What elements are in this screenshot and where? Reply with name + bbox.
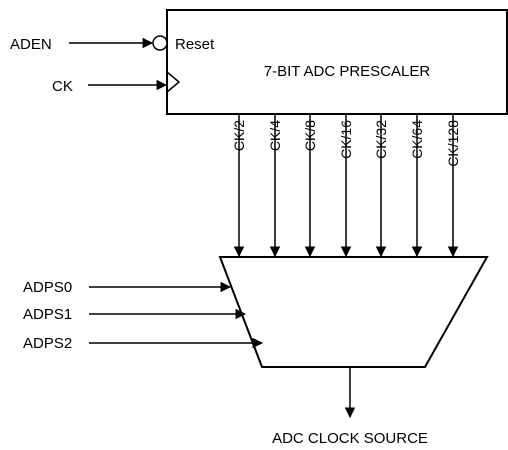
- multiplexer: [218, 256, 489, 368]
- tap-label-2: CK/4: [267, 120, 283, 151]
- prescaler-block: [166, 9, 508, 115]
- aden-label: ADEN: [10, 36, 52, 53]
- reset-label: Reset: [175, 36, 215, 53]
- tap-label-4: CK/16: [338, 120, 354, 159]
- output-label: ADC CLOCK SOURCE: [272, 430, 428, 447]
- tap-label-6: CK/64: [409, 120, 425, 159]
- ck-label: CK: [52, 78, 73, 95]
- prescaler-title: 7-BIT ADC PRESCALER: [264, 63, 431, 80]
- select-label-adps0: ADPS0: [23, 279, 72, 296]
- clock-input-triangle: [166, 71, 181, 93]
- tap-label-5: CK/32: [373, 120, 389, 159]
- tap-label-7: CK/128: [445, 120, 461, 167]
- tap-group: CK/2 CK/4 CK/8 CK/16 CK/32 CK/64 CK/128: [231, 114, 461, 258]
- select-label-adps2: ADPS2: [23, 335, 72, 352]
- tap-label-3: CK/8: [302, 120, 318, 151]
- tap-label-1: CK/2: [231, 120, 247, 151]
- reset-bubble: [152, 35, 168, 51]
- select-label-adps1: ADPS1: [23, 306, 72, 323]
